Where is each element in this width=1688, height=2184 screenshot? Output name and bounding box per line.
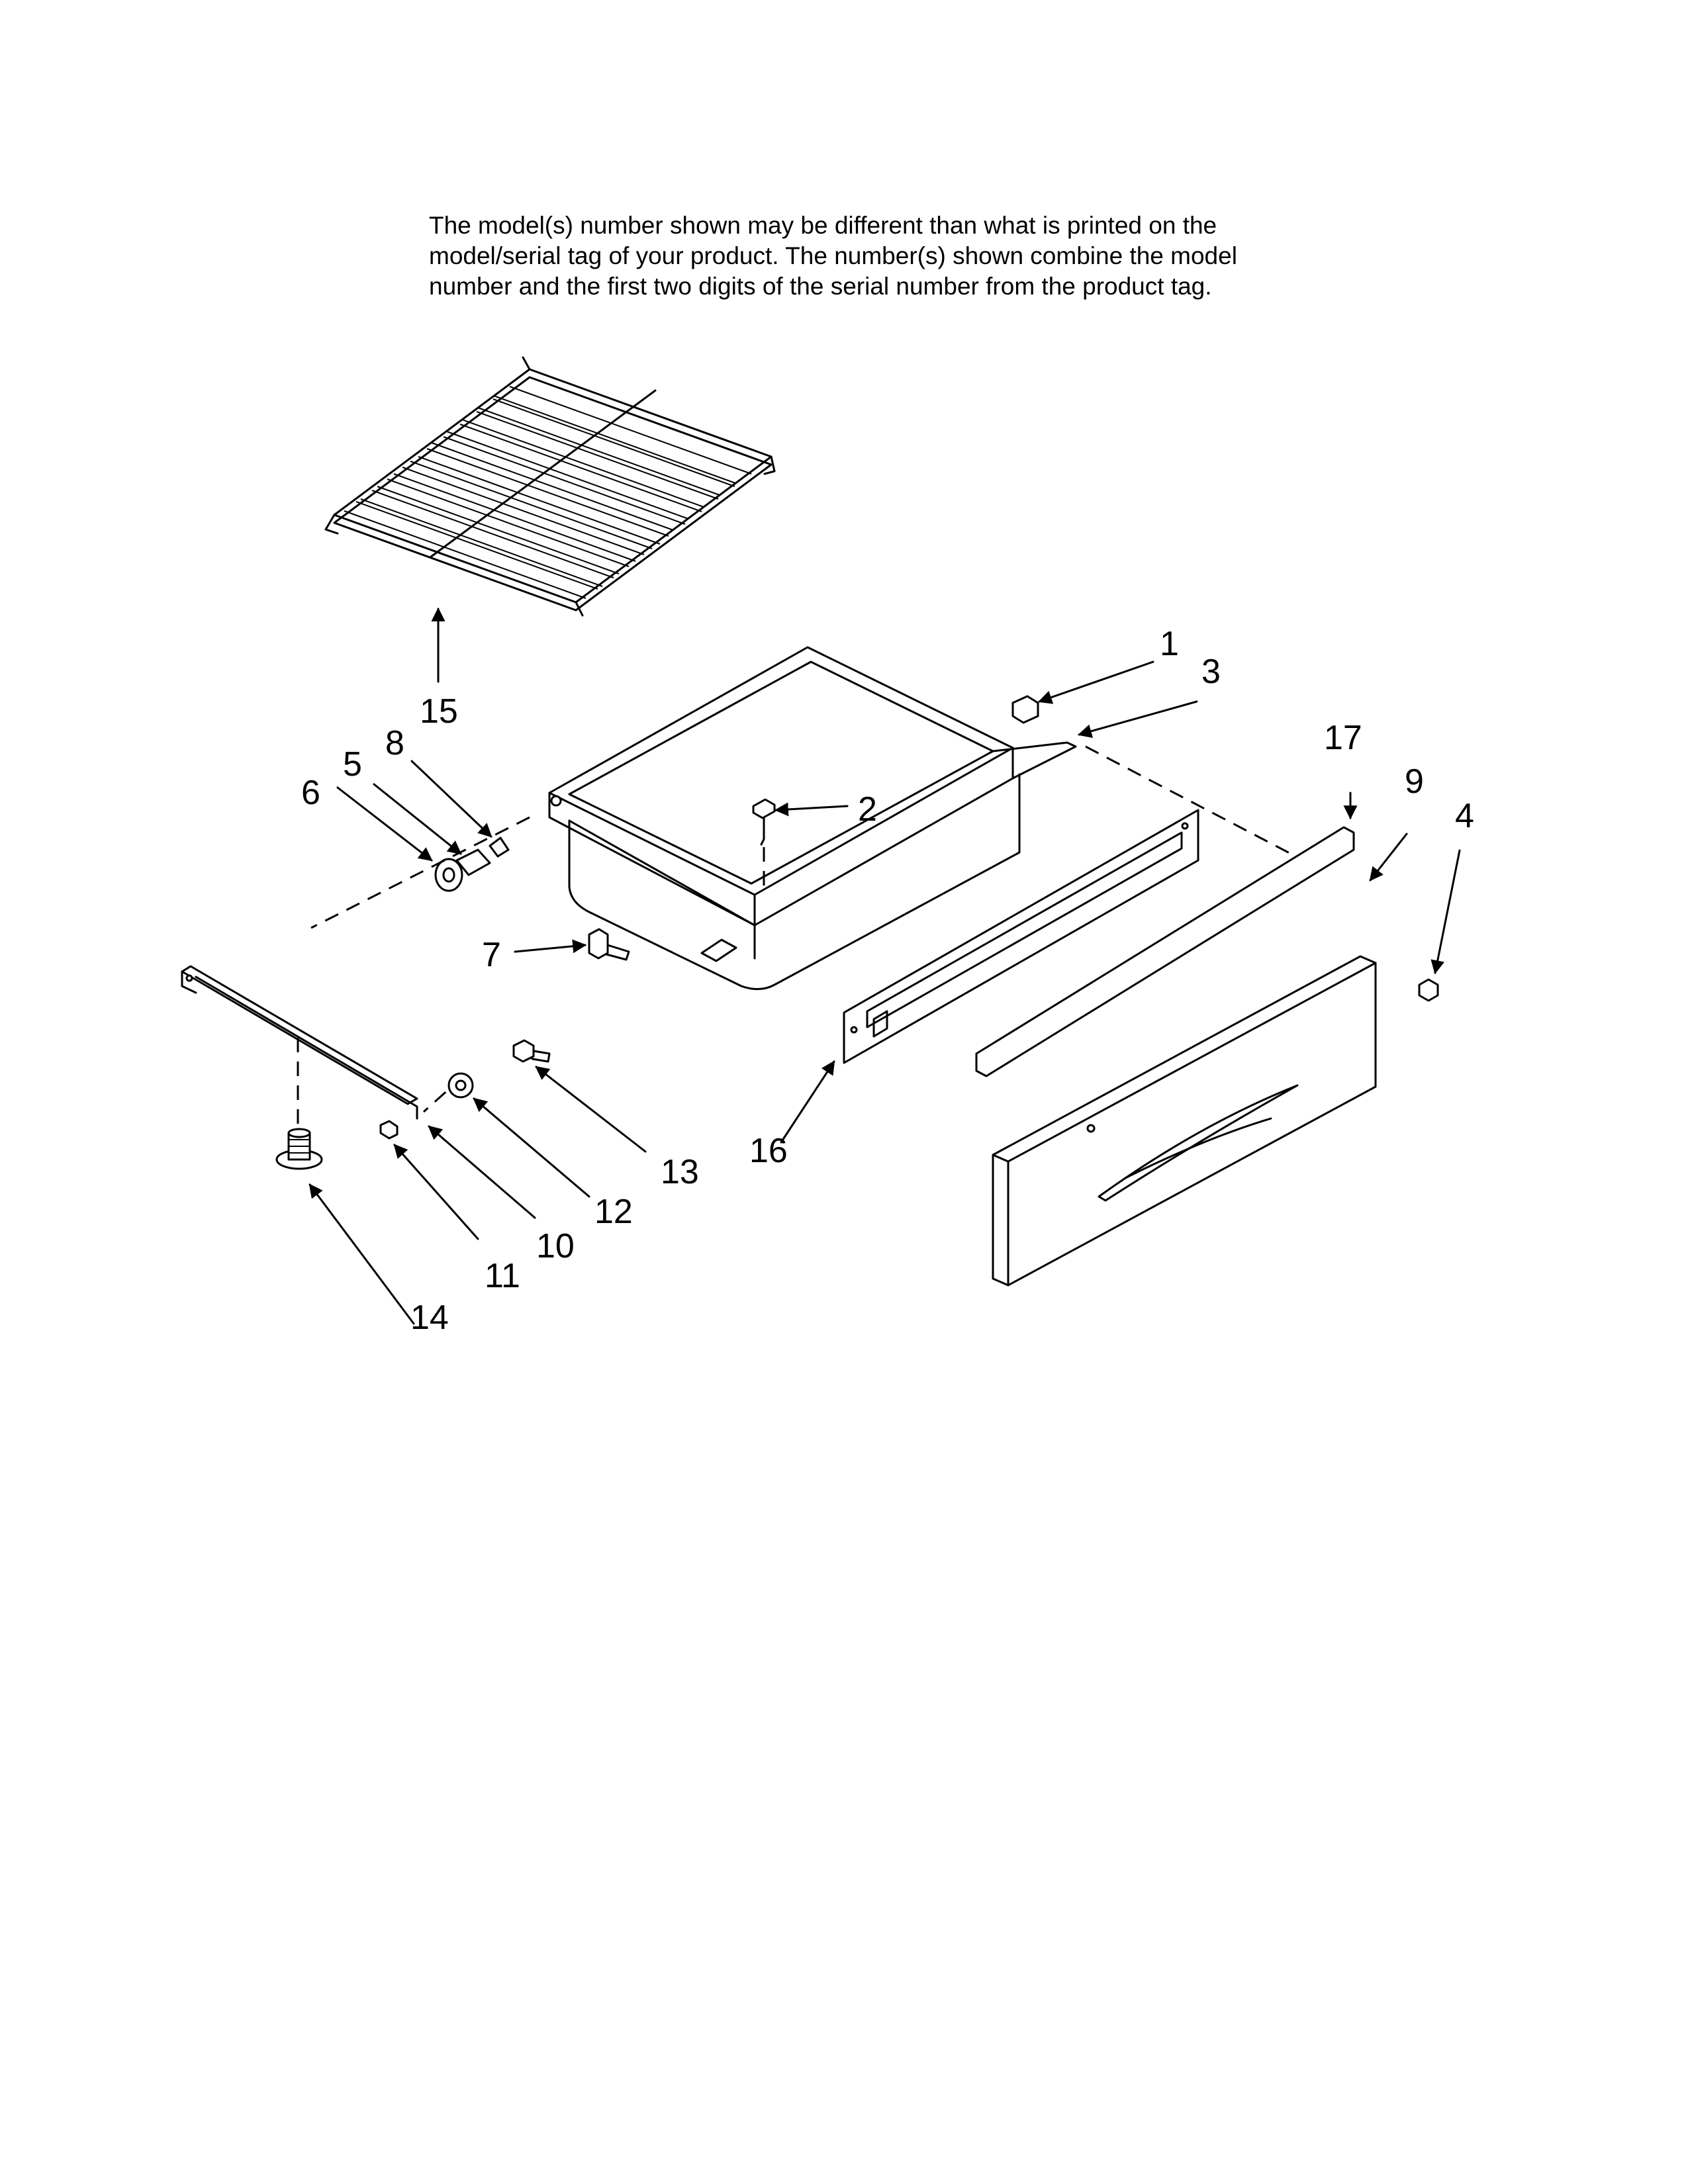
part-2-screw bbox=[752, 798, 776, 887]
part-17-trim bbox=[975, 826, 1355, 1077]
part-16-side-panel bbox=[843, 809, 1199, 1064]
part-9-drawer-front bbox=[992, 955, 1377, 1287]
roller-assembly bbox=[434, 837, 510, 892]
callout-17: 17 bbox=[1324, 719, 1362, 757]
slide-rail-bracket bbox=[181, 965, 418, 1120]
model-number-note: The model(s) number shown may be differe… bbox=[429, 210, 1356, 302]
note-line-3: number and the first two digits of the s… bbox=[429, 273, 1212, 300]
callout-1: 1 bbox=[1160, 625, 1179, 663]
callout-4: 4 bbox=[1455, 797, 1474, 835]
callout-9: 9 bbox=[1405, 762, 1424, 801]
callout-15: 15 bbox=[420, 692, 458, 731]
callout-8: 8 bbox=[385, 724, 404, 762]
callout-6: 6 bbox=[301, 774, 320, 812]
callout-3: 3 bbox=[1201, 653, 1221, 691]
leader-arrows bbox=[308, 607, 1461, 1325]
small-hardware bbox=[379, 1039, 551, 1140]
callout-12: 12 bbox=[594, 1193, 633, 1231]
callout-5: 5 bbox=[343, 745, 362, 784]
part-7-bolt bbox=[588, 928, 630, 961]
oven-rack-part bbox=[324, 356, 776, 617]
callout-14: 14 bbox=[410, 1298, 449, 1337]
drawer-pan bbox=[548, 646, 1077, 990]
part-4-nut bbox=[1418, 978, 1439, 1002]
callout-16: 16 bbox=[749, 1132, 788, 1170]
callout-2: 2 bbox=[858, 790, 877, 829]
callout-11: 11 bbox=[485, 1257, 520, 1295]
part-1-clip bbox=[1011, 695, 1039, 724]
part-14-leveling-leg bbox=[275, 1128, 323, 1170]
callout-13: 13 bbox=[661, 1153, 699, 1191]
callout-10: 10 bbox=[536, 1227, 575, 1265]
note-line-1: The model(s) number shown may be differe… bbox=[429, 212, 1217, 239]
callout-7: 7 bbox=[482, 936, 501, 974]
note-line-2: model/serial tag of your product. The nu… bbox=[429, 242, 1237, 269]
